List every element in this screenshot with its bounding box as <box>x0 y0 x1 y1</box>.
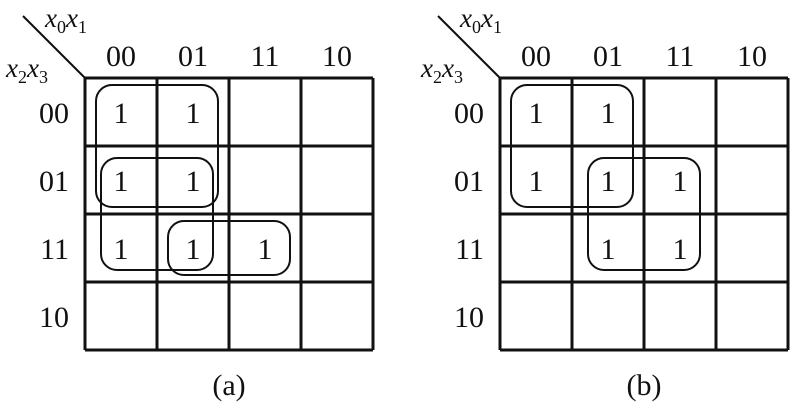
row-label: 01 <box>39 165 69 198</box>
cell-value: 1 <box>529 165 544 198</box>
column-label: 10 <box>322 40 352 73</box>
cell-value: 1 <box>601 233 616 266</box>
map-caption: (b) <box>627 369 662 402</box>
column-label: 11 <box>666 40 695 73</box>
cell-value: 1 <box>258 233 273 266</box>
corner-diagonal-line <box>437 15 501 79</box>
column-variables-label: x0x1 <box>459 3 502 37</box>
cell-value: 1 <box>114 97 129 130</box>
row-variables-label: x2x3 <box>420 53 463 87</box>
column-label: 00 <box>106 40 136 73</box>
row-variables-label: x2x3 <box>5 53 48 87</box>
cell-value: 1 <box>186 233 201 266</box>
cell-value: 1 <box>114 165 129 198</box>
column-label: 11 <box>251 40 280 73</box>
column-label: 01 <box>178 40 208 73</box>
group-loop <box>510 84 634 208</box>
cell-value: 1 <box>186 165 201 198</box>
cell-value: 1 <box>186 97 201 130</box>
row-label: 00 <box>39 97 69 130</box>
corner-diagonal-line <box>22 15 86 79</box>
row-label: 10 <box>39 301 69 334</box>
row-label: 11 <box>455 233 484 266</box>
cell-value: 1 <box>601 165 616 198</box>
column-label: 10 <box>737 40 767 73</box>
cell-value: 1 <box>114 233 129 266</box>
row-label: 01 <box>454 165 484 198</box>
row-label: 00 <box>454 97 484 130</box>
group-loop <box>587 157 701 271</box>
group-loop <box>167 220 291 276</box>
column-label: 01 <box>593 40 623 73</box>
column-variables-label: x0x1 <box>44 3 87 37</box>
row-label: 11 <box>40 233 69 266</box>
group-loop <box>100 157 214 271</box>
cell-value: 1 <box>601 97 616 130</box>
row-label: 10 <box>454 301 484 334</box>
cell-value: 1 <box>673 165 688 198</box>
cell-value: 1 <box>673 233 688 266</box>
map-caption: (a) <box>212 369 245 402</box>
group-loop <box>95 84 219 208</box>
cell-value: 1 <box>529 97 544 130</box>
column-label: 00 <box>521 40 551 73</box>
